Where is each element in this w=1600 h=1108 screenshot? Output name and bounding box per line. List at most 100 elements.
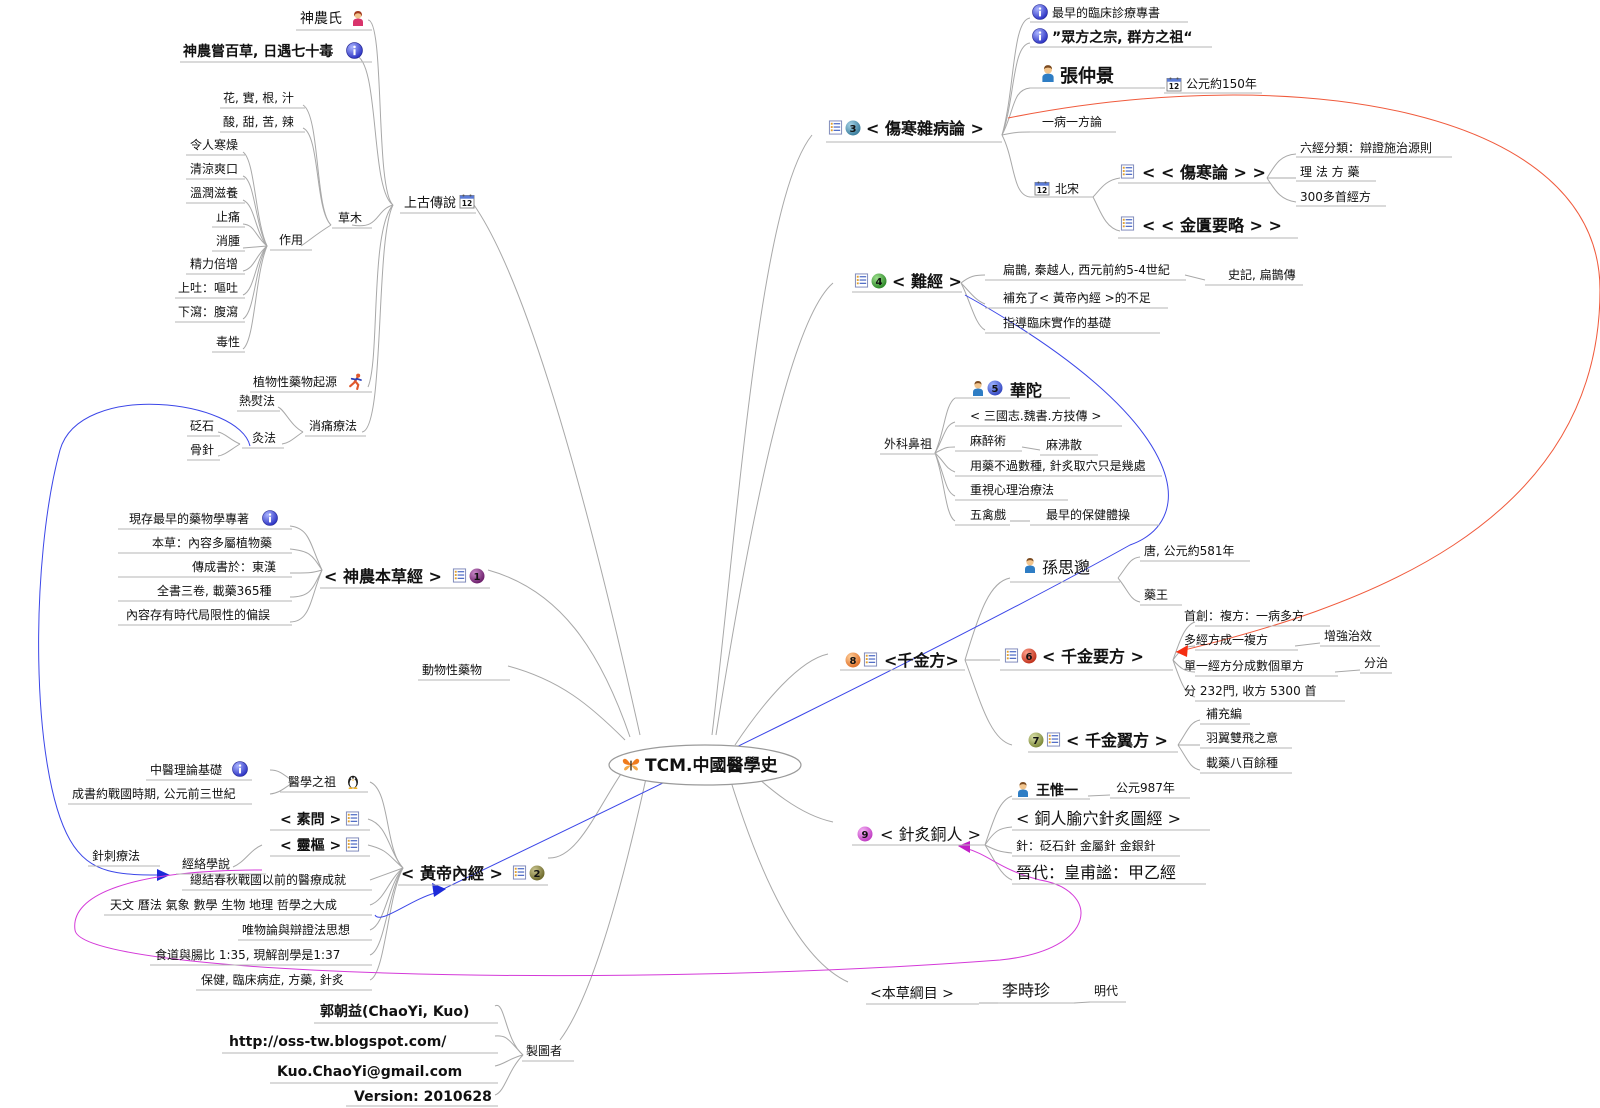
badge-1: 1	[469, 568, 485, 584]
list-icon	[345, 837, 360, 852]
psych-label: 重視心理治療法	[970, 482, 1054, 497]
list-icon	[345, 811, 360, 826]
blue-link-arrow	[432, 883, 446, 897]
calendar-icon	[1034, 181, 1050, 196]
linux-penguin-icon	[348, 775, 358, 789]
person-icon	[353, 11, 363, 26]
calendar-icon	[459, 194, 475, 209]
zhang-zhongjing: 張仲景	[1060, 65, 1114, 87]
person-icon	[973, 381, 983, 396]
badge-8: 8	[845, 652, 861, 668]
neijing-item: 唯物論與辯證法思想	[242, 922, 350, 937]
svg-text:1: 1	[474, 572, 481, 583]
branch-shennong-bencao[interactable]: 現存最早的藥物學專著 本草：內容多屬植物藥 傳成書於：東漢 全書三卷, 載藥36…	[118, 510, 490, 626]
svg-text:2: 2	[534, 869, 541, 880]
blue-relation-link-2	[374, 892, 436, 918]
shennong-label: 神農氏	[300, 11, 342, 27]
neijing-title: < 黃帝內經 >	[401, 864, 503, 883]
nanjing-title: < 難經 >	[892, 272, 962, 291]
branch-nanjing[interactable]: 4 < 難經 > 扁鵲, 秦越人, 西元前約5-4世紀 史記, 扁鵲傳 補充了<…	[852, 262, 1303, 334]
calendar-icon	[1166, 77, 1182, 92]
person-icon	[1018, 782, 1028, 797]
nanjing-guide: 指導臨床實作的基礎	[1003, 315, 1111, 330]
branch-ancient-legend[interactable]: 神農氏 神農嘗百草, 日遇七十毒 上古傳說 花, 實, 根, 汁 酸, 甜, 苦…	[175, 11, 476, 461]
running-figure-icon	[349, 373, 363, 390]
magenta-link-arrow	[958, 841, 970, 853]
branch-huangdi-neijing[interactable]: 中醫理論基礎 成書約戰國時期, 公元前三世紀 醫學之祖 < 素問 > < 靈樞 …	[68, 761, 548, 991]
blue-relation-link	[434, 294, 1169, 894]
badge-7: 7	[1028, 732, 1044, 748]
list-icon	[1120, 164, 1135, 179]
yifang-item: 補充編	[1206, 706, 1242, 721]
list-icon	[863, 652, 878, 667]
author-name: 郭朝益(ChaoYi, Kuo)	[320, 1003, 469, 1020]
yifang-item: 羽翼雙飛之意	[1206, 730, 1278, 745]
effect-item: 消腫	[216, 234, 240, 248]
svg-text:9: 9	[862, 830, 869, 841]
suwen-label: < 素問 >	[280, 811, 341, 828]
info-icon	[1032, 4, 1048, 20]
qianjin-title: <千金方>	[884, 651, 959, 670]
blue-link-arrow-2	[157, 869, 170, 881]
branch-animal-drugs[interactable]: 動物性藥物	[418, 663, 510, 681]
yaofang-count: 分 232門, 收方 5300 首	[1184, 683, 1317, 698]
yaowang-label: 藥王	[1144, 588, 1168, 602]
branch-surgery-ancestor[interactable]: 外科鼻祖 5 華陀 < 三國志.魏書.方技傳 > 麻醉術 麻沸散 用藥不過數種,…	[880, 380, 1162, 526]
bianque-label: 扁鵲, 秦越人, 西元前約5-4世紀	[1003, 262, 1170, 277]
shennong-tasting-label: 神農嘗百草, 日遇七十毒	[183, 43, 333, 60]
shanghan-quote: ”眾方之宗, 群方之祖“	[1052, 29, 1193, 46]
wang-year: 公元987年	[1116, 781, 1175, 795]
li-shizhen: 李時珍	[1002, 981, 1050, 1000]
shanghanlun-title: < < 傷寒論 > >	[1142, 163, 1266, 182]
herb-tastes: 酸, 甜, 苦, 辣	[223, 114, 294, 129]
jin-dynasty-label: 晉代：皇甫謐：甲乙經	[1016, 863, 1176, 882]
author-blog: http://oss-tw.blogspot.com/	[229, 1034, 447, 1050]
yaofang-enhance: 增強治效	[1324, 628, 1372, 643]
branch-bencao-gangmu[interactable]: <本草綱目 > 李時珍 明代	[866, 981, 1126, 1005]
info-icon	[1032, 28, 1048, 44]
center-topic[interactable]: TCM.中國醫學史	[608, 744, 802, 786]
list-icon	[1120, 216, 1135, 231]
yaofang-combine: 多經方成一複方	[1184, 632, 1268, 647]
yaofang-first: 首創：複方：一病多方	[1184, 608, 1304, 623]
bencao-item: 內容存有時代局限性的偏誤	[126, 607, 270, 622]
svg-text:7: 7	[1033, 736, 1040, 747]
svg-text:5: 5	[992, 384, 999, 395]
herb-parts: 花, 實, 根, 汁	[223, 90, 294, 105]
shiji-label: 史記, 扁鵲傳	[1228, 267, 1296, 282]
ancestor-item: 成書約戰國時期, 公元前三世紀	[72, 786, 236, 801]
sun-tang: 唐, 公元約581年	[1144, 543, 1235, 558]
shanghan-title: < 傷寒雜病論 >	[866, 119, 984, 138]
branch-shanghan-zabing[interactable]: 3 < 傷寒雜病論 > 最早的臨床診療專書 ”眾方之宗, 群方之祖“ 張仲景 公…	[826, 4, 1452, 239]
mafeisan-label: 麻沸散	[1046, 437, 1082, 452]
list-icon	[452, 568, 467, 583]
info-icon	[262, 510, 278, 526]
relationship-links	[38, 94, 1600, 977]
info-icon	[232, 761, 248, 777]
pain-relief-label: 消痛療法	[309, 418, 357, 433]
acupuncture-label: 針刺療法	[92, 848, 140, 863]
fitness-label: 最早的保健體操	[1046, 507, 1130, 522]
zhang-year: 公元約150年	[1186, 76, 1257, 91]
meridian-label: 經絡學說	[182, 856, 230, 871]
list-icon	[1004, 648, 1019, 663]
effect-item: 清涼爽口	[190, 161, 238, 176]
gangmu-title: <本草綱目 >	[870, 986, 954, 1002]
tongren-label: < 銅人腧穴針炙圖經 >	[1016, 809, 1181, 828]
nanjing-supplement: 補充了< 黃帝內經 >的不足	[1003, 290, 1151, 305]
hot-compress-label: 熱熨法	[239, 394, 275, 408]
author-version: Version: 2010628	[354, 1089, 492, 1105]
list-icon	[512, 865, 527, 880]
shanghan-earliest: 最早的臨床診療專書	[1052, 5, 1160, 20]
bencao-item: 現存最早的藥物學專著	[129, 511, 249, 526]
branch-connectors	[217, 17, 1361, 1096]
effect-item: 令人寒燥	[190, 137, 238, 152]
branch-author[interactable]: 郭朝益(ChaoYi, Kuo) http://oss-tw.blogspot.…	[222, 1003, 574, 1107]
branch-acupuncture-figure[interactable]: 9 < 針炙銅人 > 王惟一 公元987年 < 銅人腧穴針炙圖經 > 針：砭石針…	[852, 781, 1210, 885]
branch-qianjin[interactable]: 8 <千金方> 孫思邈 唐, 公元約581年 藥王 6 < 千金要方 > 首創：…	[840, 543, 1392, 774]
magenta-relation-link	[74, 847, 1082, 977]
shanghanlun-item: 理 法 方 藥	[1300, 164, 1359, 179]
person-icon	[1025, 558, 1035, 573]
list-icon	[854, 273, 869, 288]
sanguozhi-label: < 三國志.魏書.方技傳 >	[970, 408, 1101, 423]
